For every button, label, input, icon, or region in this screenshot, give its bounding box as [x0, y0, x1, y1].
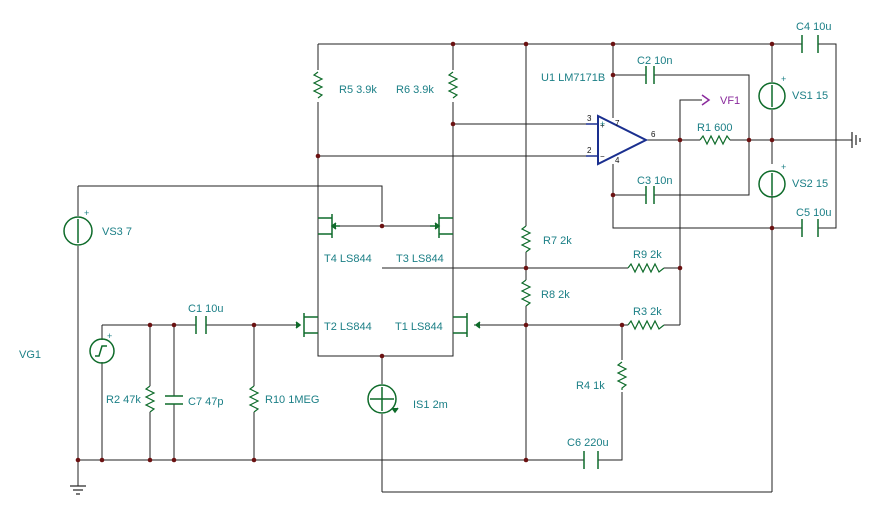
- voltage-source-vs2: [758, 170, 786, 198]
- ground-icon: [851, 132, 861, 148]
- label-r9: R9 2k: [633, 249, 662, 261]
- label-r8: R8 2k: [541, 289, 570, 301]
- label-r10: R10 1MEG: [265, 394, 319, 406]
- opamp-minus-sign: −: [600, 152, 605, 161]
- capacitor-c2: [645, 66, 655, 84]
- transistor-t2: [295, 313, 318, 337]
- resistor-r1: [699, 134, 731, 146]
- vs1-plus-sign: +: [781, 74, 786, 84]
- resistor-r6: [447, 71, 459, 99]
- label-vs3: VS3 7: [102, 226, 132, 238]
- label-c7: C7 47p: [188, 396, 223, 408]
- opamp-u1: + − 3 2 6 7 4: [586, 114, 656, 166]
- label-u1: U1 LM7171B: [541, 72, 605, 84]
- voltage-source-vs1: [758, 82, 786, 110]
- component-labels: R5 3.9k R6 3.9k U1 LM7171B C2 10n C4 10u…: [19, 21, 831, 449]
- voltage-source-vs3: [63, 216, 93, 246]
- voltage-probe-vf1: [701, 94, 711, 106]
- label-c4: C4 10u: [796, 21, 831, 33]
- label-c2: C2 10n: [637, 55, 672, 67]
- capacitor-c6: [583, 451, 599, 469]
- label-t4: T4 LS844: [324, 253, 372, 265]
- resistor-r10: [248, 385, 260, 413]
- ground-icon: [70, 485, 86, 495]
- label-vg1: VG1: [19, 349, 41, 361]
- wires: [77, 43, 852, 493]
- opamp-pin-out: 6: [651, 130, 656, 139]
- capacitor-c7: [165, 395, 183, 405]
- resistor-r5: [312, 71, 324, 99]
- opamp-pin-vplus: 7: [615, 119, 620, 128]
- vs3-plus-sign: +: [84, 208, 89, 218]
- resistor-r2: [144, 385, 156, 413]
- opamp-pin-noninv: 3: [587, 114, 592, 123]
- label-c3: C3 10n: [637, 175, 672, 187]
- label-r5: R5 3.9k: [339, 84, 377, 96]
- transistors: [295, 214, 481, 337]
- c4-plus-sign: +: [600, 119, 605, 129]
- opamp-pin-inv: 2: [587, 146, 592, 155]
- resistor-r8: [520, 279, 532, 307]
- opamp-pin-vminus: 4: [615, 156, 620, 165]
- current-source-is1: [367, 384, 399, 414]
- ground-symbols: [70, 132, 861, 495]
- label-is1: IS1 2m: [413, 399, 448, 411]
- junction-dots: [75, 41, 775, 463]
- label-c1: C1 10u: [188, 303, 223, 315]
- label-t3: T3 LS844: [396, 253, 444, 265]
- label-r3: R3 2k: [633, 306, 662, 318]
- transistor-t3: [430, 214, 453, 238]
- transistor-t4: [318, 214, 340, 238]
- opamp-plus-sign: +: [600, 121, 605, 130]
- transistor-t1: [453, 313, 481, 337]
- label-c6: C6 220u: [567, 437, 609, 449]
- capacitor-c5: [801, 219, 819, 237]
- capacitor-c4: [801, 35, 819, 53]
- label-vs1: VS1 15: [792, 90, 828, 102]
- capacitor-c1: [195, 316, 207, 334]
- vg1-plus-sign: +: [107, 331, 112, 341]
- label-r1: R1 600: [697, 122, 732, 134]
- source-plus-markers: + + + + +: [84, 74, 786, 341]
- label-r7: R7 2k: [543, 235, 572, 247]
- resistor-r4: [616, 361, 628, 390]
- capacitor-c3: [645, 186, 655, 204]
- resistor-r3: [627, 319, 665, 331]
- label-t1: T1 LS844: [395, 321, 443, 333]
- label-c5: C5 10u: [796, 207, 831, 219]
- label-r6: R6 3.9k: [396, 84, 434, 96]
- label-r4: R4 1k: [576, 380, 605, 392]
- capacitors: [165, 35, 819, 469]
- resistors: [144, 71, 731, 413]
- resistor-r7: [520, 225, 532, 253]
- sources: [63, 82, 786, 414]
- label-t2: T2 LS844: [324, 321, 372, 333]
- signal-generator-vg1: [89, 338, 115, 364]
- label-r2: R2 47k: [106, 394, 141, 406]
- vs2-plus-sign: +: [781, 162, 786, 172]
- resistor-r9: [627, 262, 665, 274]
- label-vf1: VF1: [720, 95, 740, 107]
- label-vs2: VS2 15: [792, 178, 828, 190]
